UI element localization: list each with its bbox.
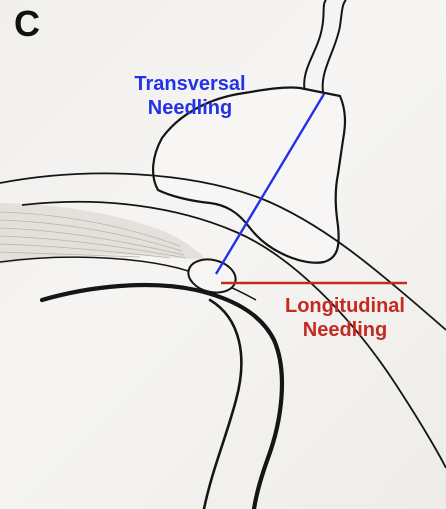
longitudinal-needling-label: Longitudinal Needling [270, 294, 420, 342]
longitudinal-label-line-1: Longitudinal [270, 294, 420, 318]
transversal-label-line-2: Needling [120, 96, 260, 120]
probe-cable-edge [323, 0, 346, 92]
longitudinal-label-line-2: Needling [270, 318, 420, 342]
transversal-needling-label: Transversal Needling [120, 72, 260, 120]
inner-contour [204, 300, 241, 509]
bone-contour [42, 285, 282, 509]
transversal-label-line-1: Transversal [120, 72, 260, 96]
panel-letter: C [14, 6, 40, 42]
